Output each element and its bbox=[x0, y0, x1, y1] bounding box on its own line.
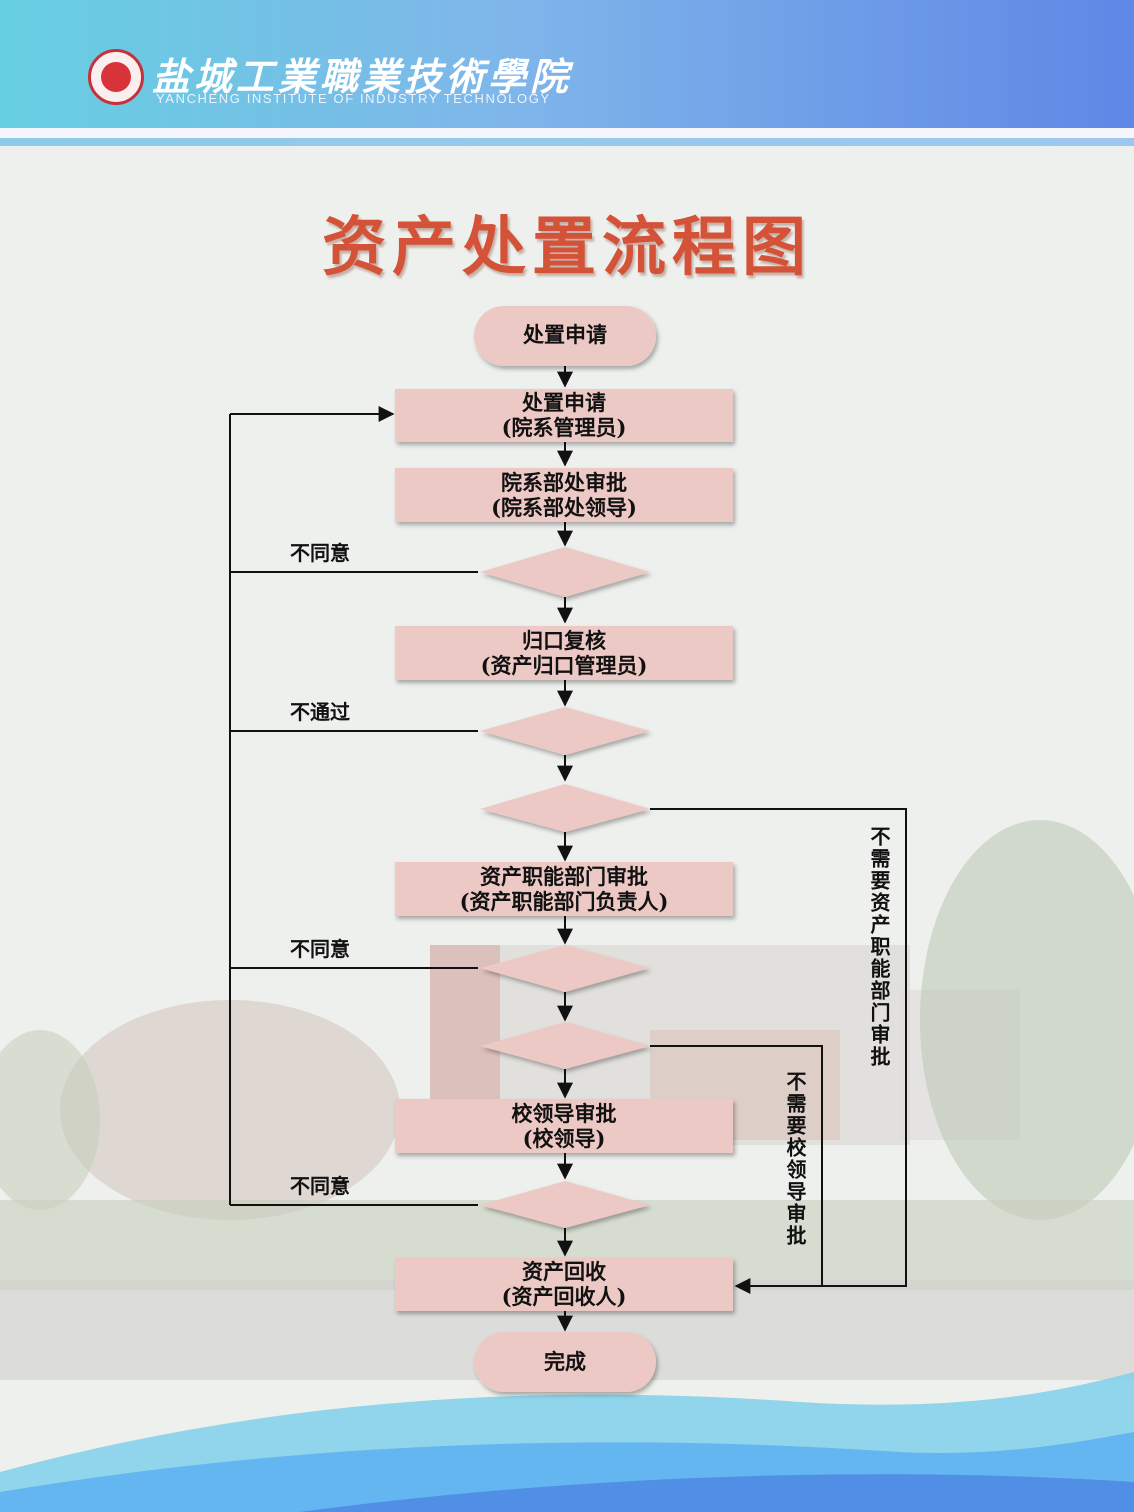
step2-role: (院系部处领导) bbox=[491, 495, 637, 520]
step5-box bbox=[395, 1099, 733, 1153]
step2-title: 院系部处审批 bbox=[501, 470, 627, 495]
header-divider bbox=[0, 128, 1134, 138]
step5-label: 校领导审批 (校领导) bbox=[395, 1101, 733, 1151]
step4-label: 资产职能部门审批 (资产职能部门负责人) bbox=[395, 864, 733, 914]
step4-title: 资产职能部门审批 bbox=[480, 864, 648, 889]
decision-dept-needed bbox=[480, 784, 650, 832]
reject-label-2: 不通过 bbox=[290, 700, 350, 724]
step3-role: (资产归口管理员) bbox=[480, 653, 648, 678]
skip-leader-label: 不需要校领导审批 bbox=[783, 1071, 807, 1247]
step4-box bbox=[395, 862, 733, 916]
reject-label-1: 不同意 bbox=[290, 541, 350, 565]
reject-label-4: 不同意 bbox=[290, 1174, 350, 1198]
step6-title: 资产回收 bbox=[522, 1259, 606, 1284]
step1-title: 处置申请 bbox=[522, 390, 606, 415]
school-name-en: YANCHENG INSTITUTE OF INDUSTRY TECHNOLOG… bbox=[156, 91, 551, 106]
step5-title: 校领导审批 bbox=[511, 1101, 617, 1126]
start-node-label: 处置申请 bbox=[523, 322, 607, 347]
decision4 bbox=[480, 1181, 650, 1228]
page-title: 资产处置流程图 bbox=[322, 211, 812, 285]
step2-label: 院系部处审批 (院系部处领导) bbox=[395, 470, 733, 520]
step3-box bbox=[395, 626, 733, 680]
school-logo-icon bbox=[88, 49, 144, 105]
reject-label-3: 不同意 bbox=[290, 937, 350, 961]
step6-role: (资产回收人) bbox=[501, 1284, 627, 1309]
step6-label: 资产回收 (资产回收人) bbox=[395, 1259, 733, 1309]
step3-label: 归口复核 (资产归口管理员) bbox=[395, 628, 733, 678]
decision3 bbox=[480, 945, 650, 992]
decision-leader-needed bbox=[480, 1022, 650, 1069]
decision2 bbox=[480, 707, 650, 755]
step2-box bbox=[395, 468, 733, 522]
school-name-cn: 盐城工業職業技術學院 bbox=[152, 54, 573, 99]
decision1 bbox=[480, 547, 650, 597]
step1-box bbox=[395, 389, 733, 442]
header-banner bbox=[0, 0, 1134, 128]
step4-role: (资产职能部门负责人) bbox=[459, 889, 669, 914]
step5-role: (校领导) bbox=[522, 1126, 606, 1151]
step6-box bbox=[395, 1258, 733, 1311]
skip-dept-label: 不需要资产职能部门审批 bbox=[867, 826, 891, 1068]
bottom-wave-decoration bbox=[0, 1372, 1134, 1512]
step1-label: 处置申请 (院系管理员) bbox=[395, 390, 733, 440]
end-node-label: 完成 bbox=[544, 1349, 586, 1374]
end-node bbox=[474, 1332, 656, 1392]
header-divider-blue bbox=[0, 138, 1134, 146]
start-node bbox=[474, 306, 656, 366]
step1-role: (院系管理员) bbox=[501, 415, 627, 440]
step3-title: 归口复核 bbox=[522, 628, 606, 653]
